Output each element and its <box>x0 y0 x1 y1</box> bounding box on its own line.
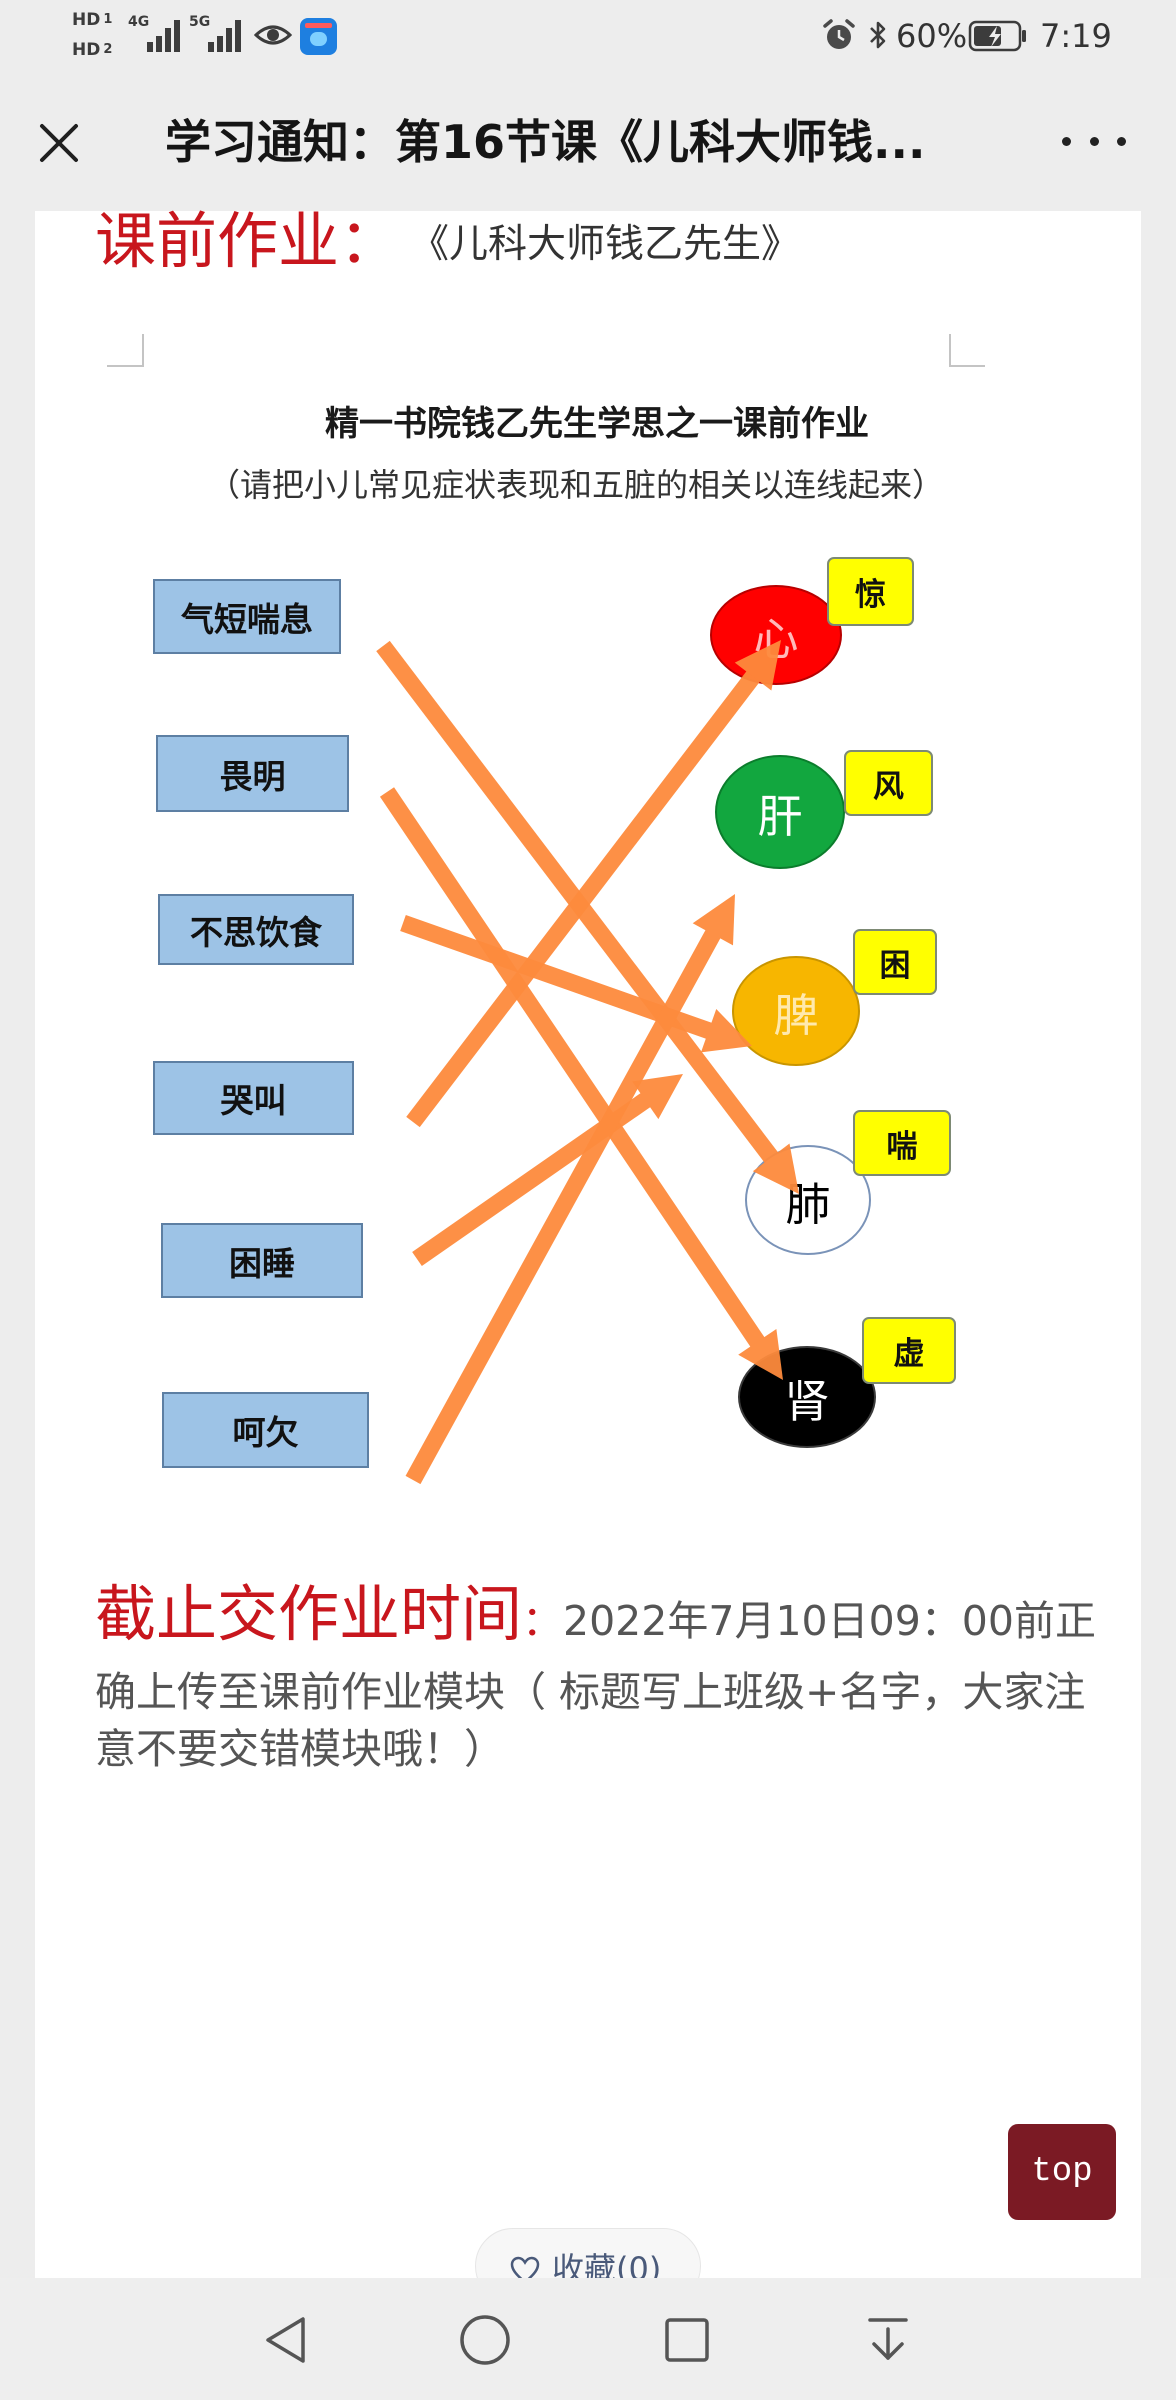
more-dot <box>1089 137 1099 146</box>
network-type-1: 4G <box>128 14 150 30</box>
arrow-shaft <box>406 668 763 1128</box>
alarm-icon <box>823 19 855 49</box>
eye-icon <box>254 25 292 45</box>
organ-tag: 惊 <box>827 557 914 626</box>
recent-apps-icon[interactable] <box>664 2317 710 2363</box>
organ-circle-spleen: 脾 <box>732 956 860 1066</box>
battery-percentage: 60% <box>896 17 968 55</box>
more-dot <box>1062 137 1071 146</box>
deadline-label: 截止交作业时间 <box>95 1579 523 1650</box>
bluetooth-icon <box>870 21 886 49</box>
diagram-title: 精一书院钱乙先生学思之一课前作业 <box>325 404 869 444</box>
symptom-box: 哭叫 <box>153 1061 354 1135</box>
connection-arrow <box>406 640 781 1128</box>
connection-arrow <box>412 1074 683 1266</box>
arrow-shaft <box>400 914 716 1041</box>
symptom-box: 畏明 <box>156 735 349 812</box>
symptom-box: 呵欠 <box>162 1392 369 1468</box>
arrow-shaft <box>376 640 781 1166</box>
deadline-line: 截止交作业时间：2022年7月10日09：00前正 <box>95 1578 1096 1652</box>
download-icon[interactable] <box>866 2316 910 2364</box>
crop-mark <box>949 334 985 367</box>
symptom-box: 气短喘息 <box>153 579 341 654</box>
symptom-box: 困睡 <box>161 1223 363 1298</box>
network-type-2: 5G <box>189 14 211 30</box>
symptom-box: 不思饮食 <box>158 894 354 965</box>
connection-arrow <box>405 894 735 1485</box>
organ-circle-liver: 肝 <box>715 755 845 869</box>
back-icon[interactable] <box>263 2315 309 2365</box>
arrow-shaft <box>379 787 767 1350</box>
connection-arrow <box>400 914 752 1053</box>
homework-label: 课前作业： <box>95 206 401 277</box>
sim-slot-number: 2 <box>103 42 113 57</box>
organ-tag: 虚 <box>862 1317 956 1384</box>
article-card: 课前作业： 《儿科大师钱乙先生》 精一书院钱乙先生学思之一课前作业 （请把小儿常… <box>35 206 1141 2400</box>
sim-slot-number: 1 <box>103 12 113 27</box>
arrow-head <box>632 1074 683 1120</box>
more-icon[interactable] <box>1062 137 1126 147</box>
connection-arrow <box>376 640 799 1194</box>
clock-time: 7:19 <box>1040 17 1112 55</box>
deadline-colon: ： <box>522 1597 564 1645</box>
page-title: 学习通知：第16节课《儿科大师钱... <box>165 115 926 169</box>
heart-icon <box>510 2256 540 2284</box>
arrow-shaft <box>412 1091 654 1266</box>
organ-circle-heart: 心 <box>710 585 842 685</box>
arrow-shaft <box>405 926 723 1485</box>
hd-label: HD <box>72 40 101 60</box>
close-icon[interactable] <box>39 123 79 163</box>
organ-tag: 困 <box>853 929 937 995</box>
home-icon[interactable] <box>459 2314 511 2366</box>
crop-mark <box>107 334 144 367</box>
homework-title: 《儿科大师钱乙先生》 <box>410 222 801 267</box>
organ-circle-kidney: 肾 <box>738 1346 876 1448</box>
hd-label: HD <box>72 10 101 30</box>
battery-charging-icon <box>968 20 1026 52</box>
connection-arrow <box>379 787 783 1380</box>
app-notification-icon <box>300 18 337 55</box>
signal-icon <box>147 20 180 52</box>
diagram-subtitle: （请把小儿常见症状表现和五脏的相关以连线起来） <box>207 466 944 504</box>
deadline-text: 2022年7月10日09：00前正 <box>563 1597 1096 1645</box>
signal-icon <box>208 20 241 52</box>
system-nav-bar <box>0 2278 1176 2400</box>
title-bar: 学习通知：第16节课《儿科大师钱... <box>0 76 1176 211</box>
back-to-top-button[interactable]: top <box>1008 2124 1116 2220</box>
deadline-line: 确上传至课前作业模块（ 标题写上班级+名字，大家注 <box>95 1668 1086 1716</box>
arrow-head <box>692 894 735 946</box>
organ-tag: 喘 <box>853 1110 951 1176</box>
more-dot <box>1117 137 1126 146</box>
organ-tag: 风 <box>844 750 933 816</box>
deadline-line: 意不要交错模块哦！） <box>95 1725 505 1773</box>
